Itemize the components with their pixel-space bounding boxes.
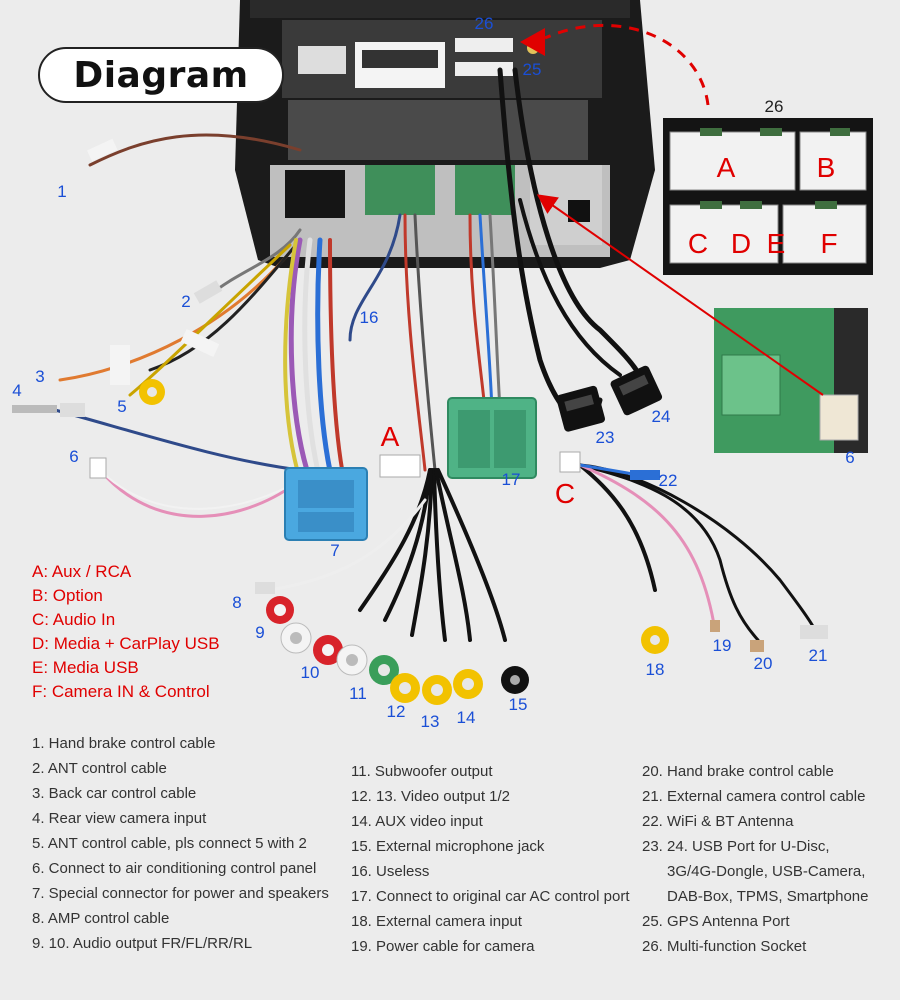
socket-key-item: B: Option [32, 586, 103, 605]
legend-column-3: 20. Hand brake control cable 21. Externa… [642, 759, 868, 959]
socket-26-inset-label: 26 [765, 97, 784, 116]
socket-key-item: C: Audio In [32, 610, 116, 629]
legend-column-2: 11. Subwoofer output 12. 13. Video outpu… [351, 759, 629, 959]
callout-numbers: 1 2 3 4 5 6 6 7 8 9 10 11 12 13 14 15 16… [12, 14, 854, 731]
wire-tips [12, 138, 828, 652]
socket-26-inset [663, 118, 873, 275]
connector-17-green [447, 397, 537, 479]
callout-9: 9 [255, 623, 264, 642]
callout-23: 23 [596, 428, 615, 447]
callout-1: 1 [57, 182, 66, 201]
legend-item: DAB-Box, TPMS, Smartphone [667, 888, 869, 905]
callout-24: 24 [652, 407, 671, 426]
callout-2: 2 [181, 292, 190, 311]
callout-25: 25 [523, 60, 542, 79]
socket-letter-a: A [717, 152, 736, 183]
callout-6: 6 [69, 447, 78, 466]
socket-key-item: E: Media USB [32, 658, 139, 677]
callout-16: 16 [360, 308, 379, 327]
usb-plugs [556, 365, 663, 432]
rca-plugs [139, 379, 669, 705]
legend-item: 26. Multi-function Socket [642, 938, 807, 955]
callout-3: 3 [35, 367, 44, 386]
callout-18: 18 [646, 660, 665, 679]
callout-12: 12 [387, 702, 406, 721]
harness-letter-c: C [555, 478, 575, 509]
callout-15: 15 [509, 695, 528, 714]
legend-item: 7. Special connector for power and speak… [32, 885, 329, 902]
harness-a-plug [379, 454, 421, 478]
harness-letter-a: A [381, 421, 400, 452]
legend-item: 22. WiFi & BT Antenna [642, 813, 794, 830]
socket-letter-e: E [767, 228, 786, 259]
callout-10: 10 [301, 663, 320, 682]
legend-item: 3G/4G-Dongle, USB-Camera, [667, 863, 866, 880]
socket-letter-f: F [820, 228, 837, 259]
socket-letter-c: C [688, 228, 708, 259]
legend-column-1: 1. Hand brake control cable 2. ANT contr… [32, 731, 329, 956]
connector-7-blue [284, 467, 368, 541]
callout-26: 26 [475, 14, 494, 33]
legend-item: 9. 10. Audio output FR/FL/RR/RL [32, 935, 253, 952]
callout-20: 20 [754, 654, 773, 673]
legend-item: 3. Back car control cable [32, 785, 197, 802]
callout-4: 4 [12, 381, 21, 400]
legend-item: 11. Subwoofer output [351, 763, 493, 780]
callout-22: 22 [659, 471, 678, 490]
callout-21: 21 [809, 646, 828, 665]
legend-item: 5. ANT control cable, pls connect 5 with… [32, 835, 307, 852]
socket-key-item: A: Aux / RCA [32, 562, 132, 581]
callout-17: 17 [502, 470, 521, 489]
callout-7: 7 [330, 541, 339, 560]
head-unit [235, 0, 655, 268]
legend-item: 23. 24. USB Port for U-Disc, [642, 838, 830, 855]
socket-key-item: F: Camera IN & Control [32, 682, 210, 701]
legend-item: 6. Connect to air conditioning control p… [32, 860, 317, 877]
legend-item: 18. External camera input [351, 913, 522, 930]
legend-item: 21. External camera control cable [642, 788, 866, 805]
callout-8: 8 [232, 593, 241, 612]
socket-key-list: A: Aux / RCA B: Option C: Audio In D: Me… [32, 560, 220, 704]
socket-letter-b: B [817, 152, 836, 183]
legend-item: 14. AUX video input [351, 813, 483, 830]
callout-6-inset: 6 [845, 448, 854, 467]
legend-item: 1. Hand brake control cable [32, 735, 216, 752]
pointer-arrows [520, 23, 824, 396]
socket-26-on-unit [455, 38, 513, 52]
diagram-title-badge: Diagram [38, 47, 284, 103]
socket-key-item: D: Media + CarPlay USB [32, 634, 220, 653]
legend-item: 17. Connect to original car AC control p… [351, 888, 630, 905]
callout-5: 5 [117, 397, 126, 416]
legend-item: 2. ANT control cable [32, 760, 167, 777]
socket-letters: A B C D E F A C [381, 152, 838, 509]
legend-item: 15. External microphone jack [351, 838, 545, 855]
legend-item: 19. Power cable for camera [351, 938, 535, 955]
connector-6-inset [714, 308, 868, 453]
legend-item: 4. Rear view camera input [32, 810, 207, 827]
legend-item: 25. GPS Antenna Port [642, 913, 790, 930]
legend-item: 16. Useless [351, 863, 430, 880]
legend-item: 20. Hand brake control cable [642, 763, 834, 780]
callout-14: 14 [457, 708, 476, 727]
callout-19: 19 [713, 636, 732, 655]
socket-letter-d: D [731, 228, 751, 259]
legend-item: 8. AMP control cable [32, 910, 170, 927]
legend-item: 12. 13. Video output 1/2 [351, 788, 511, 805]
callout-11: 11 [349, 684, 367, 703]
diagram-title: Diagram [73, 54, 249, 96]
callout-13: 13 [421, 712, 440, 731]
